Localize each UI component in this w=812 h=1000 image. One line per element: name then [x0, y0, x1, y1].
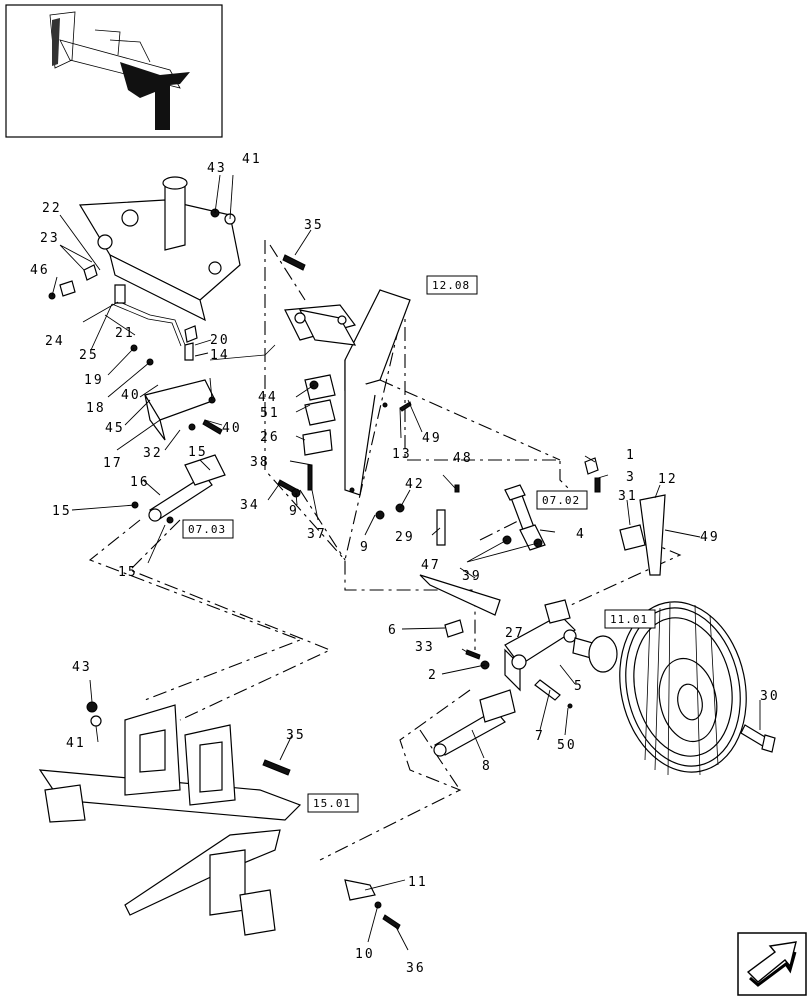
upper-frame-assembly	[48, 176, 411, 524]
callout-5: 5	[574, 679, 584, 694]
callout-6: 6	[388, 623, 398, 638]
callout-12: 12	[658, 472, 678, 487]
ref-box-11-01[interactable]: 11.01	[604, 609, 656, 629]
callout-13: 13	[392, 447, 412, 462]
callout-20: 20	[210, 333, 230, 348]
callout-27: 27	[505, 626, 525, 641]
callout-46: 46	[30, 263, 50, 278]
callout-21: 21	[115, 326, 135, 341]
callout-23: 23	[40, 231, 60, 246]
callout-18: 18	[86, 401, 106, 416]
ref-box-15-01[interactable]: 15.01	[307, 793, 359, 813]
callout-41: 41	[242, 152, 262, 167]
callout-33: 33	[415, 640, 435, 655]
callout-8: 8	[482, 759, 492, 774]
location-thumbnail-icon[interactable]	[5, 4, 223, 138]
reference-boxes: 12.08 07.02 07.03 11.01 15.01	[182, 275, 656, 813]
callout-37: 37	[307, 527, 327, 542]
callout-35: 35	[286, 728, 306, 743]
next-page-arrow-icon[interactable]	[737, 932, 807, 996]
callout-34: 34	[240, 498, 260, 513]
callout-9: 9	[289, 504, 299, 519]
callout-43: 43	[72, 660, 92, 675]
callout-14: 14	[210, 348, 230, 363]
callout-25: 25	[79, 348, 99, 363]
callout-38: 38	[250, 455, 270, 470]
callout-numbers: 43 41 35 22 23 46 24 25 21 19 18 40 45 4…	[30, 152, 780, 976]
gauge-wheel-arm-assembly	[399, 401, 666, 757]
callout-26: 26	[260, 430, 280, 445]
callout-15: 15	[118, 565, 138, 580]
callout-19: 19	[84, 373, 104, 388]
svg-text:11.01: 11.01	[610, 613, 648, 626]
callout-31: 31	[618, 489, 638, 504]
callout-49: 49	[700, 530, 720, 545]
callout-43: 43	[207, 161, 227, 176]
callout-40: 40	[222, 421, 242, 436]
callout-17: 17	[103, 456, 123, 471]
gauge-wheel	[588, 601, 776, 776]
callout-29: 29	[395, 530, 415, 545]
callout-22: 22	[42, 201, 62, 216]
callout-9: 9	[360, 540, 370, 555]
callout-4: 4	[576, 527, 586, 542]
callout-16: 16	[130, 475, 150, 490]
ref-box-07-03[interactable]: 07.03	[182, 519, 234, 539]
svg-text:12.08: 12.08	[432, 279, 470, 292]
callout-49: 49	[422, 431, 442, 446]
callout-32: 32	[143, 446, 163, 461]
svg-text:07.02: 07.02	[542, 494, 580, 507]
lower-frame-assembly	[38, 701, 401, 936]
callout-48: 48	[453, 451, 473, 466]
svg-text:07.03: 07.03	[188, 523, 226, 536]
callout-36: 36	[406, 961, 426, 976]
callout-24: 24	[45, 334, 65, 349]
callout-10: 10	[355, 947, 375, 962]
ref-box-07-02[interactable]: 07.02	[536, 490, 588, 510]
callout-30: 30	[760, 689, 780, 704]
callout-41: 41	[66, 736, 86, 751]
callout-1: 1	[626, 448, 636, 463]
callout-3: 3	[626, 470, 636, 485]
svg-text:15.01: 15.01	[313, 797, 351, 810]
callout-35: 35	[304, 218, 324, 233]
callout-44: 44	[258, 390, 278, 405]
callout-39: 39	[462, 569, 482, 584]
callout-47: 47	[421, 558, 441, 573]
callout-42: 42	[405, 477, 425, 492]
callout-15: 15	[52, 504, 72, 519]
leader-lines	[51, 174, 761, 951]
callout-50: 50	[557, 738, 577, 753]
ref-box-12-08[interactable]: 12.08	[426, 275, 478, 295]
callout-51: 51	[260, 406, 280, 421]
callout-7: 7	[535, 729, 545, 744]
callout-11: 11	[408, 875, 428, 890]
callout-40: 40	[121, 388, 141, 403]
callout-45: 45	[105, 421, 125, 436]
callout-2: 2	[428, 668, 438, 683]
callout-15: 15	[188, 445, 208, 460]
